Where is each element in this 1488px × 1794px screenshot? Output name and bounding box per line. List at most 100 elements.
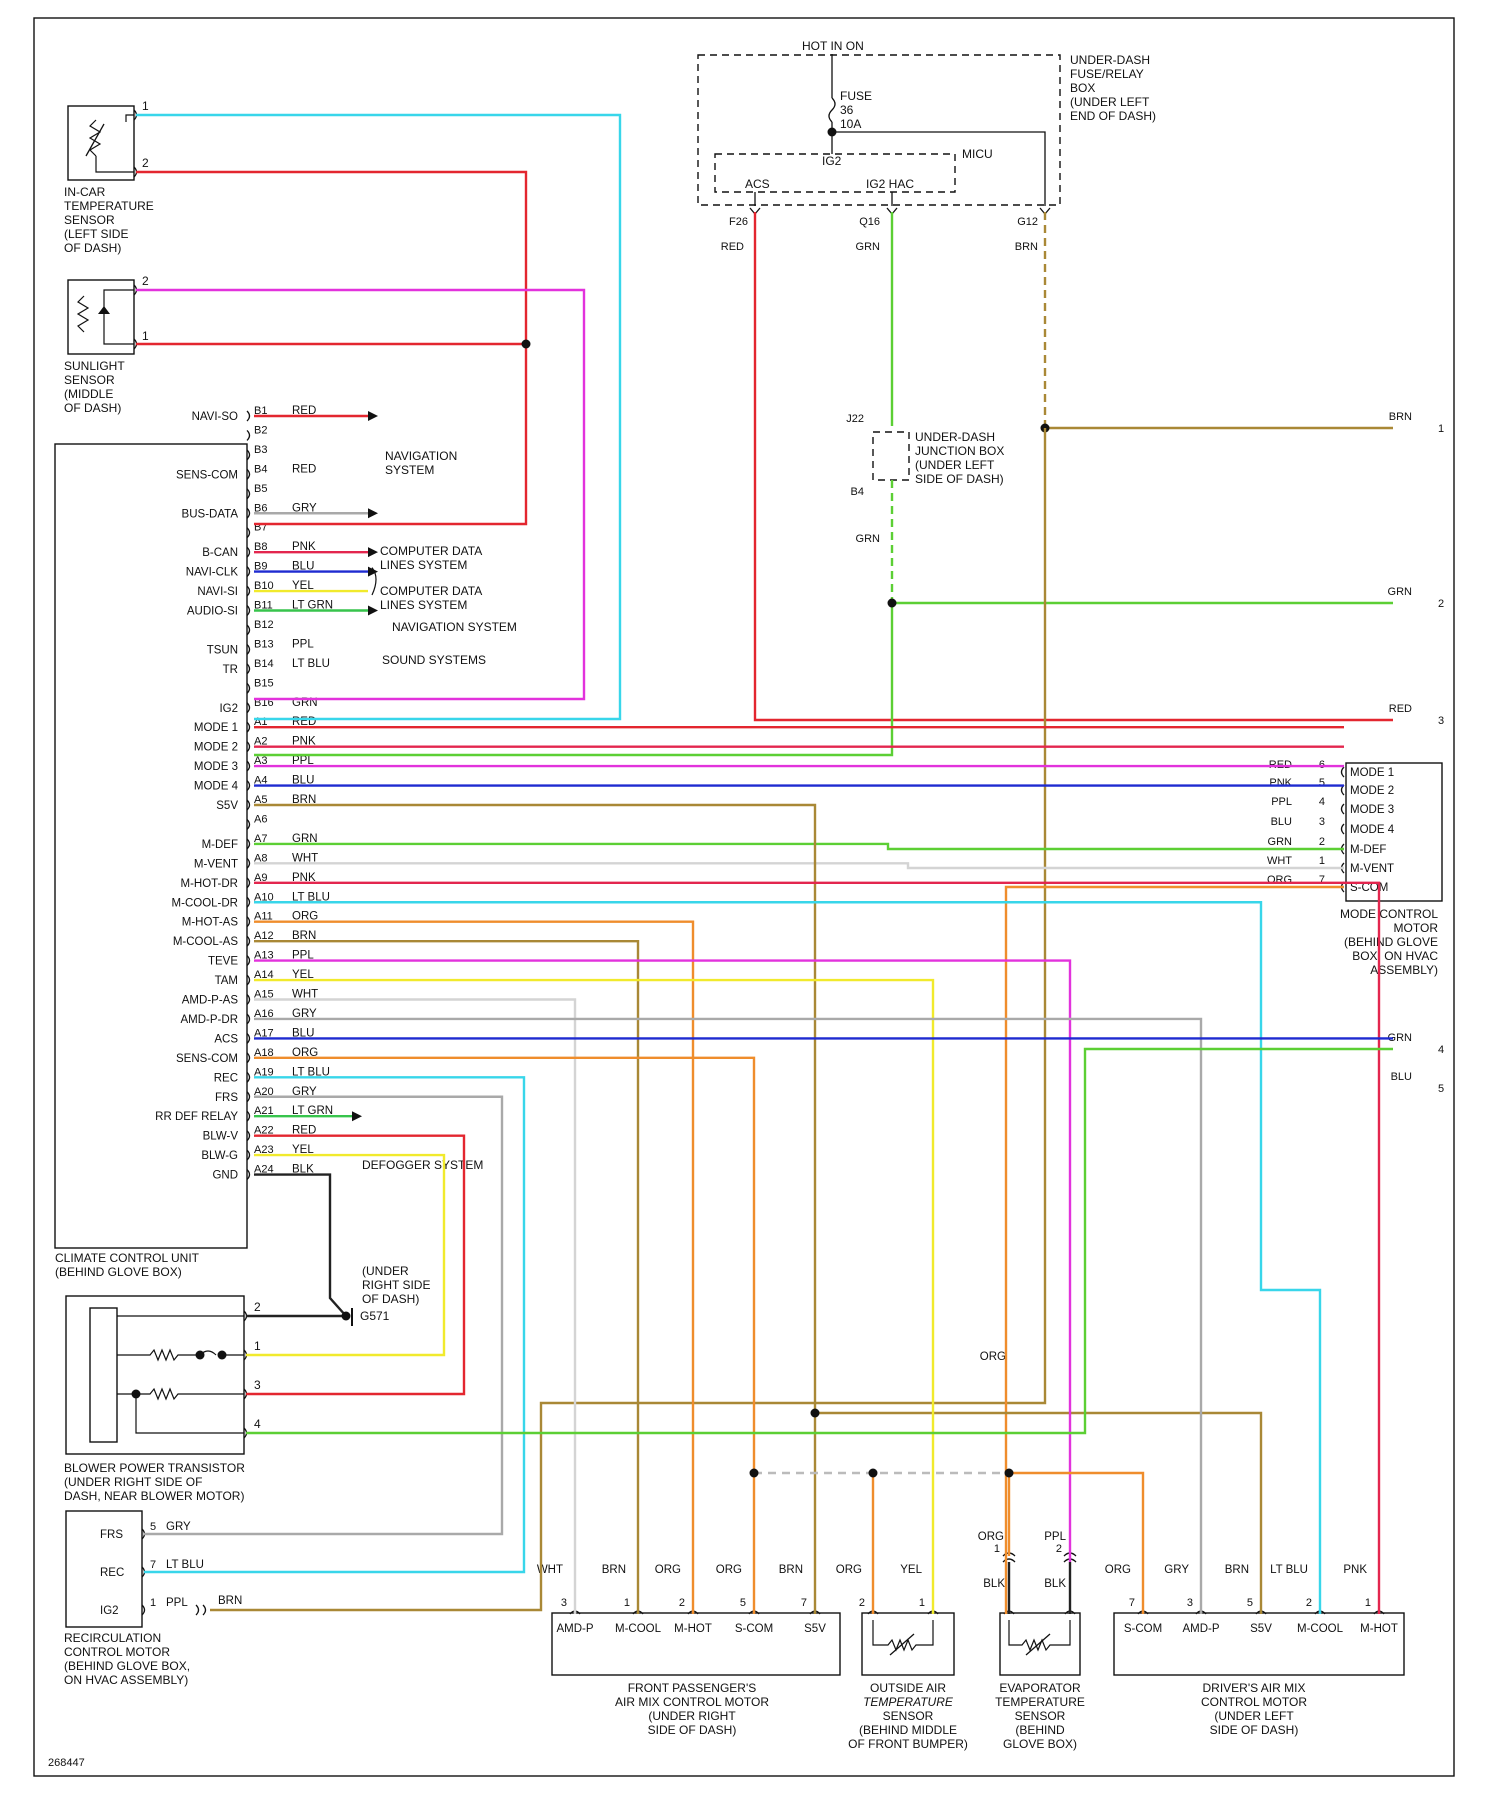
ccu-pin-name: M-HOT-AS — [182, 917, 239, 929]
ccu-pin-A22: A22 — [254, 1125, 274, 1137]
mode-motor-pin: 3 — [1319, 816, 1325, 828]
ccu-pin-name: M-DEF — [202, 839, 238, 851]
fuse-label: 10A — [840, 117, 861, 131]
incar-sensor-box — [67, 105, 135, 181]
ccu-pin-A4: A4 — [254, 775, 267, 787]
pin: 2 — [859, 1597, 865, 1609]
component-pin-name: M-HOT — [1360, 1623, 1398, 1635]
pin-b4: B4 — [851, 486, 864, 498]
outside-air-sensor-label: TEMPERATURE — [863, 1695, 954, 1709]
ccu-wire-label: ORG — [292, 911, 318, 923]
recirculation-label: (BEHIND GLOVE BOX, — [64, 1659, 190, 1673]
connector — [246, 527, 251, 539]
ccu-pin-name: REC — [214, 1072, 238, 1084]
connector — [246, 449, 251, 461]
ccu-pin-A24: A24 — [254, 1164, 274, 1176]
blower-label: DASH, NEAR BLOWER MOTOR) — [64, 1489, 244, 1503]
splice-dot — [1004, 1468, 1014, 1478]
ccu-pin-A6: A6 — [254, 813, 267, 825]
wire-scom-dr — [1009, 1471, 1145, 1614]
wire-teve — [254, 959, 1072, 1562]
ccu-pin-A20: A20 — [254, 1086, 274, 1098]
component-pin-name: M-COOL — [615, 1623, 662, 1635]
driver-air-mix-motor-label: DRIVER'S AIR MIX — [1203, 1681, 1306, 1695]
component-pin-name: AMD-P — [1182, 1623, 1219, 1635]
sound-systems-label: SOUND SYSTEMS — [382, 653, 486, 667]
ccu-wire-label: WHT — [292, 852, 318, 864]
ccu-wire-label: RED — [292, 463, 316, 475]
junction-box-label: SIDE OF DASH) — [915, 472, 1004, 486]
computer-data-lines-label: LINES SYSTEM — [380, 598, 467, 612]
connector — [246, 721, 251, 733]
wire-ccu-ig2 — [254, 603, 894, 757]
connector — [246, 955, 251, 967]
arrow-head — [352, 1111, 362, 1122]
wire-label: WHT — [537, 1564, 563, 1576]
navigation-system-label: SYSTEM — [385, 463, 434, 477]
mode-motor-wire: BLU — [1271, 816, 1292, 828]
ccu-pin-A7: A7 — [254, 833, 267, 845]
ccu-pin-name: IG2 — [219, 703, 238, 715]
wire-label: ORG — [1105, 1564, 1131, 1576]
underdash-fuse-box — [697, 54, 1061, 206]
connector — [246, 507, 251, 519]
wire-label: ORG — [836, 1564, 862, 1576]
ccu-wire-label: PNK — [292, 736, 316, 748]
connector — [246, 605, 251, 616]
ccu-pin-B11: B11 — [254, 600, 273, 612]
wire-recirc-ig2 — [210, 428, 1047, 1612]
evaporator-sensor-label: TEMPERATURE — [995, 1695, 1085, 1709]
incar-internal — [125, 114, 134, 122]
ground-label: RIGHT SIDE — [362, 1278, 430, 1292]
outside-air-sensor-label: OUTSIDE AIR — [870, 1681, 946, 1695]
ccu-pin-B8: B8 — [254, 541, 267, 553]
ccu-pin-name: BLW-V — [203, 1131, 239, 1143]
pin: 5 — [740, 1597, 746, 1609]
connector — [1340, 823, 1345, 835]
sunlight-sensor-label: OF DASH) — [64, 401, 121, 415]
acs-label: ACS — [745, 177, 770, 191]
incar-sensor-label: (LEFT SIDE — [64, 227, 128, 241]
ccu-pin-A10: A10 — [254, 891, 274, 903]
ccu-wire-label: ORG — [292, 1047, 318, 1059]
ccu-wire-label: LT BLU — [292, 1066, 330, 1078]
ccu-wire-label: PPL — [292, 950, 314, 962]
thermistor-arrow — [85, 123, 105, 157]
splice-dot — [341, 1311, 351, 1321]
ccu-pin-name: AUDIO-SI — [187, 606, 238, 618]
ground-label: OF DASH) — [362, 1292, 419, 1306]
ccu-pin-name: BLW-G — [201, 1150, 238, 1162]
navigation-system-label: NAVIGATION — [385, 449, 457, 463]
connector — [246, 682, 251, 694]
computer-data-lines-label: LINES SYSTEM — [380, 558, 467, 572]
recirculation-label: CONTROL MOTOR — [64, 1645, 170, 1659]
evaporator-sensor-label: EVAPORATOR — [999, 1681, 1081, 1695]
ccu-pin-A12: A12 — [254, 930, 274, 942]
ccu-pin-name: M-HOT-DR — [181, 878, 239, 890]
wire-tam — [254, 978, 935, 1614]
mode-motor-pin-name: MODE 4 — [1350, 824, 1395, 836]
blower-label: (UNDER RIGHT SIDE OF — [64, 1475, 202, 1489]
hot-in-on-label: HOT IN ON — [802, 39, 864, 53]
pin: 2 — [254, 1300, 261, 1314]
ccu-pin-name: NAVI-SI — [197, 586, 238, 598]
mode-motor-label: (BEHIND GLOVE — [1344, 935, 1438, 949]
ccu-pin-name: FRS — [215, 1092, 238, 1104]
ccu-pin-name: AMD-P-DR — [181, 1014, 239, 1026]
ccu-wire-label: PNK — [292, 872, 316, 884]
splice-dot — [749, 1468, 759, 1478]
blower-label: BLOWER POWER TRANSISTOR — [64, 1461, 245, 1475]
mode-motor-wire: WHT — [1267, 855, 1292, 867]
ccu-pin-A8: A8 — [254, 852, 267, 864]
arrow-head — [368, 605, 378, 616]
wire-label: GRY — [1164, 1564, 1189, 1576]
wire-s5v-dr — [815, 1411, 1263, 1614]
ccu-pin-name: MODE 1 — [194, 722, 238, 734]
ccu-wire-label: GRY — [292, 502, 317, 514]
fuse-box-label: BOX — [1070, 81, 1095, 95]
pin: 3 — [561, 1597, 567, 1609]
pin: 2 — [1306, 1597, 1312, 1609]
wire-amd-p-dr — [254, 1017, 1203, 1614]
micu-label: MICU — [962, 147, 993, 161]
incar-internal — [95, 156, 134, 173]
